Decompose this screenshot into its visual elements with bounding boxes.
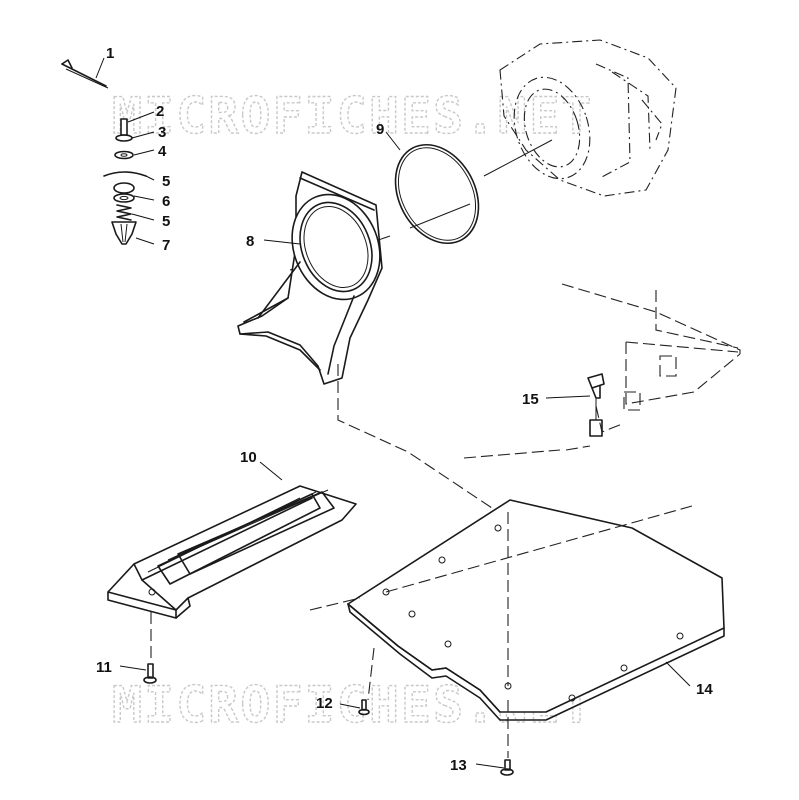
- callout-15: 15: [522, 391, 539, 408]
- callout-5-lower: 5: [162, 213, 170, 230]
- hull-section-phantom: [463, 283, 741, 459]
- part-4-washer: [114, 150, 134, 160]
- part-11-screw: [143, 663, 157, 684]
- callout-5-upper: 5: [162, 173, 170, 190]
- watermark-top: MICROFICHES.NET: [112, 87, 594, 145]
- part-10-ride-plate: [107, 485, 357, 619]
- part-13-screw: [500, 759, 514, 776]
- part-5-spring-lower: [116, 204, 132, 221]
- callout-2: 2: [156, 103, 164, 120]
- callout-6: 6: [162, 193, 170, 210]
- part-5-clip-upper: [103, 171, 147, 177]
- callout-10: 10: [240, 449, 257, 466]
- callout-3: 3: [158, 124, 166, 141]
- callout-14: 14: [696, 681, 713, 698]
- alignment-line-adapter: [337, 364, 493, 509]
- alignment-line-plate-upper: [309, 505, 693, 611]
- callout-11: 11: [96, 659, 112, 676]
- part-14-mount-plate: [347, 499, 725, 721]
- leader-lines: [95, 57, 691, 769]
- part-8-intake-adapter: [237, 171, 383, 385]
- part-12-screw: [358, 699, 370, 716]
- part-9-o-ring: [394, 143, 480, 245]
- callout-9: 9: [376, 121, 384, 138]
- part-1-pin: [61, 59, 109, 89]
- alignment-line-12: [367, 647, 375, 701]
- part-7-cone: [111, 221, 137, 245]
- part-15-fitting: [587, 373, 605, 437]
- callout-8: 8: [246, 233, 254, 250]
- centerline-right: [409, 139, 553, 229]
- part-6-seal: [113, 182, 135, 194]
- pump-housing-phantom: [499, 39, 677, 197]
- valve-stack: [103, 118, 147, 245]
- callout-4: 4: [158, 143, 167, 160]
- callout-1: 1: [106, 45, 114, 62]
- callout-12: 12: [316, 695, 333, 712]
- callout-7: 7: [162, 237, 170, 254]
- callout-13: 13: [450, 757, 467, 774]
